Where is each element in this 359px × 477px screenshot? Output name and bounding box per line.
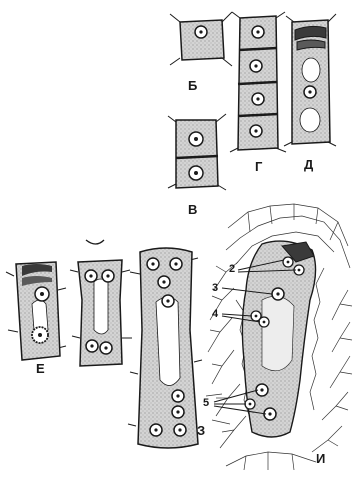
label-panel-v: В [188, 203, 197, 216]
callout-2: 2 [229, 264, 235, 275]
panel-e-two-nucleate [6, 262, 66, 360]
panel-z-eight-nucleate [128, 248, 202, 448]
panel-v-dyad [168, 114, 226, 190]
label-panel-i: И [316, 452, 325, 465]
label-panel-e: Е [36, 362, 45, 375]
label-panel-z: З [197, 424, 205, 437]
panel-b-cell [170, 12, 232, 66]
panel-g-tetrad [230, 12, 286, 152]
panel-four-nucleate [70, 240, 132, 366]
label-panel-d: Д [304, 158, 313, 171]
panel-d-megaspore [284, 14, 336, 146]
callout-5: 5 [203, 398, 209, 409]
callout-4: 4 [212, 309, 218, 320]
callout-3: 3 [212, 283, 218, 294]
panel-i-mature-sac [206, 204, 352, 470]
label-panel-g: Г [255, 160, 262, 173]
label-panel-b: Б [188, 79, 197, 92]
